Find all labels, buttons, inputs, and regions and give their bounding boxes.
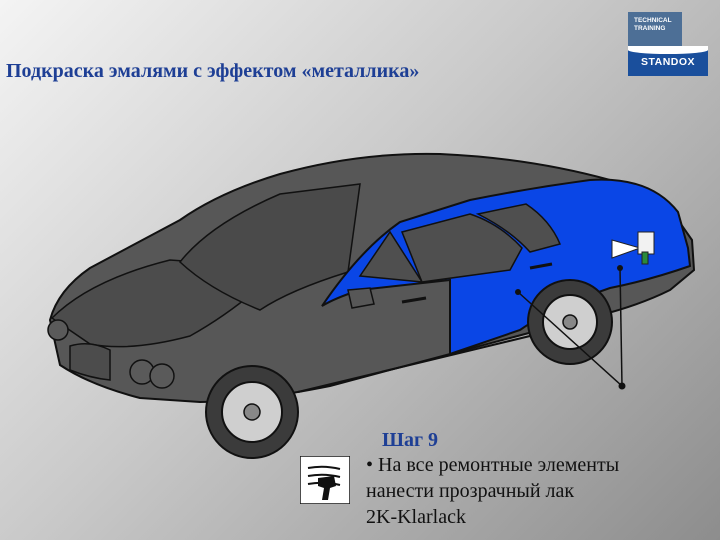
rear-quarter-window <box>475 203 562 253</box>
front-wheel <box>205 365 299 459</box>
step-description: Шаг 9 • На все ремонтные элементы нанест… <box>366 428 716 530</box>
logo-arc <box>628 46 708 54</box>
car-windshield <box>178 183 361 311</box>
car-illustration <box>47 152 696 459</box>
headlight-left-2 <box>149 363 175 389</box>
slide-title: Подкраска эмалями с эффектом «металлика» <box>6 60 420 82</box>
standox-logo: TECHNICAL TRAINING STANDOX <box>628 12 708 76</box>
grille <box>69 343 111 381</box>
rear-window <box>400 213 523 283</box>
spray-gun-icon <box>300 456 350 504</box>
side-mirror <box>347 287 375 309</box>
door-handle <box>401 296 427 304</box>
rocker-line <box>297 335 531 393</box>
logo-line-1: TECHNICAL <box>634 17 672 24</box>
logo-brand: STANDOX <box>640 56 696 68</box>
callout-dot-2 <box>515 289 521 295</box>
step-line-3: 2K-Klarlack <box>366 506 466 528</box>
step-title: Шаг 9 <box>382 429 439 451</box>
front-side-window <box>358 230 424 283</box>
callout-dot-3 <box>617 265 623 271</box>
spray-gun-on-car-icon <box>611 231 655 265</box>
headlight-right <box>47 319 69 341</box>
step-line-1: • На все ремонтные элементы <box>366 454 620 476</box>
callout-dot <box>618 382 626 390</box>
logo-line-2: TRAINING <box>634 25 666 32</box>
callout-line-1 <box>517 291 623 387</box>
logo-technical-training: TECHNICAL TRAINING <box>628 12 682 46</box>
rear-door-handle <box>529 262 553 270</box>
callout-line-2 <box>619 267 623 387</box>
step-line-2: нанести прозрачный лак <box>366 480 575 502</box>
rear-wheel <box>527 279 613 365</box>
